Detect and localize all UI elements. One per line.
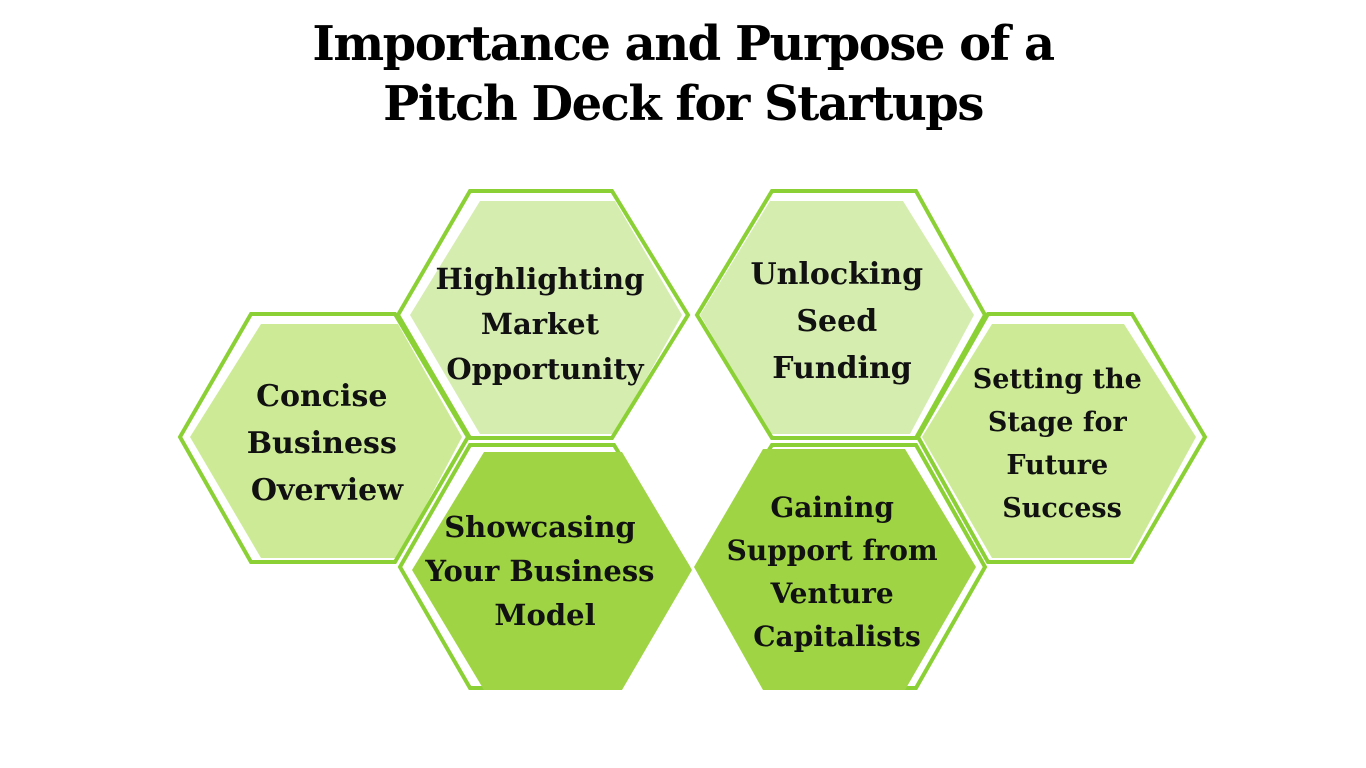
hexagon-outline [177,312,471,564]
hexagon-setting-the-stage-for-future-success: Setting the Stage for Future Success [915,312,1208,564]
hexagon-label-line: Highlighting [435,262,644,296]
svg-text:Showcasing Your Business: Showcasing Your Business Model [424,510,664,632]
hexagon-fill [922,324,1196,558]
hexagon-label-line: Venture [770,577,894,610]
svg-text:Gaining Support from: Gaining Support from Venture Capitalists [727,491,948,653]
hexagon-unlocking-seed-funding: Unlocking Seed Funding [694,189,988,440]
hexagon-concise-business-overview: Concise Business Overview [177,312,471,564]
hexagon-label-line: Capitalists [753,620,920,653]
hexagon-outline [395,189,691,440]
title-line-1: Importance and Purpose of a [312,16,1055,72]
hexagon-label-line: Business [247,426,397,461]
hexagon-label-line: Model [494,598,595,632]
hexagon-label-line: Success [1002,493,1122,524]
hexagon-label-line: Future [1006,450,1108,481]
hexagon-label-line: Seed [796,304,877,339]
hexagon-highlighting-market-opportunity: Highlighting Market Opportunity [395,189,691,440]
hexagon-gaining-support-from-venture-capitalists: Gaining Support from Venture Capitalists [694,443,988,690]
hexagon-fill [190,324,462,558]
hexagon-label-line: Your Business [424,554,654,588]
hexagon-label-line: Unlocking [750,257,923,292]
svg-text:Concise Business O: Concise Business Overview [247,379,408,508]
svg-text:Setting the Stage for: Setting the Stage for Future Success [973,364,1151,524]
hexagon-label-line: Opportunity [446,352,644,386]
hexagon-fill [694,449,976,690]
hexagon-label-line: Funding [772,351,912,386]
hexagon-label-line: Setting the [973,364,1142,395]
hexagon-label-line: Gaining [770,491,894,524]
hexagon-fill [700,201,974,434]
hexagon-label-line: Showcasing [444,510,636,544]
title-line-2: Pitch Deck for Startups [383,76,984,132]
hexagon-outline [915,312,1208,564]
hexagon-label-line: Stage for [988,407,1128,438]
hexagon-fill [412,452,692,690]
hexagon-fill [410,201,682,434]
hexagon-label-line: Support from [727,534,938,567]
hexagon-label-line: Market [481,307,600,341]
page-title: Importance and Purpose of a Pitch Deck f… [0,14,1366,134]
hexagon-label-line: Overview [251,473,404,508]
hexagon-label-line: Concise [256,379,387,414]
hexagon-showcasing-your-business-model: Showcasing Your Business Model [397,443,692,690]
svg-text:Highlighting Market: Highlighting Market Opportunity [435,262,654,386]
svg-text:Unlocking Seed Fun: Unlocking Seed Funding [750,257,933,386]
hexagon-outline [694,189,988,440]
